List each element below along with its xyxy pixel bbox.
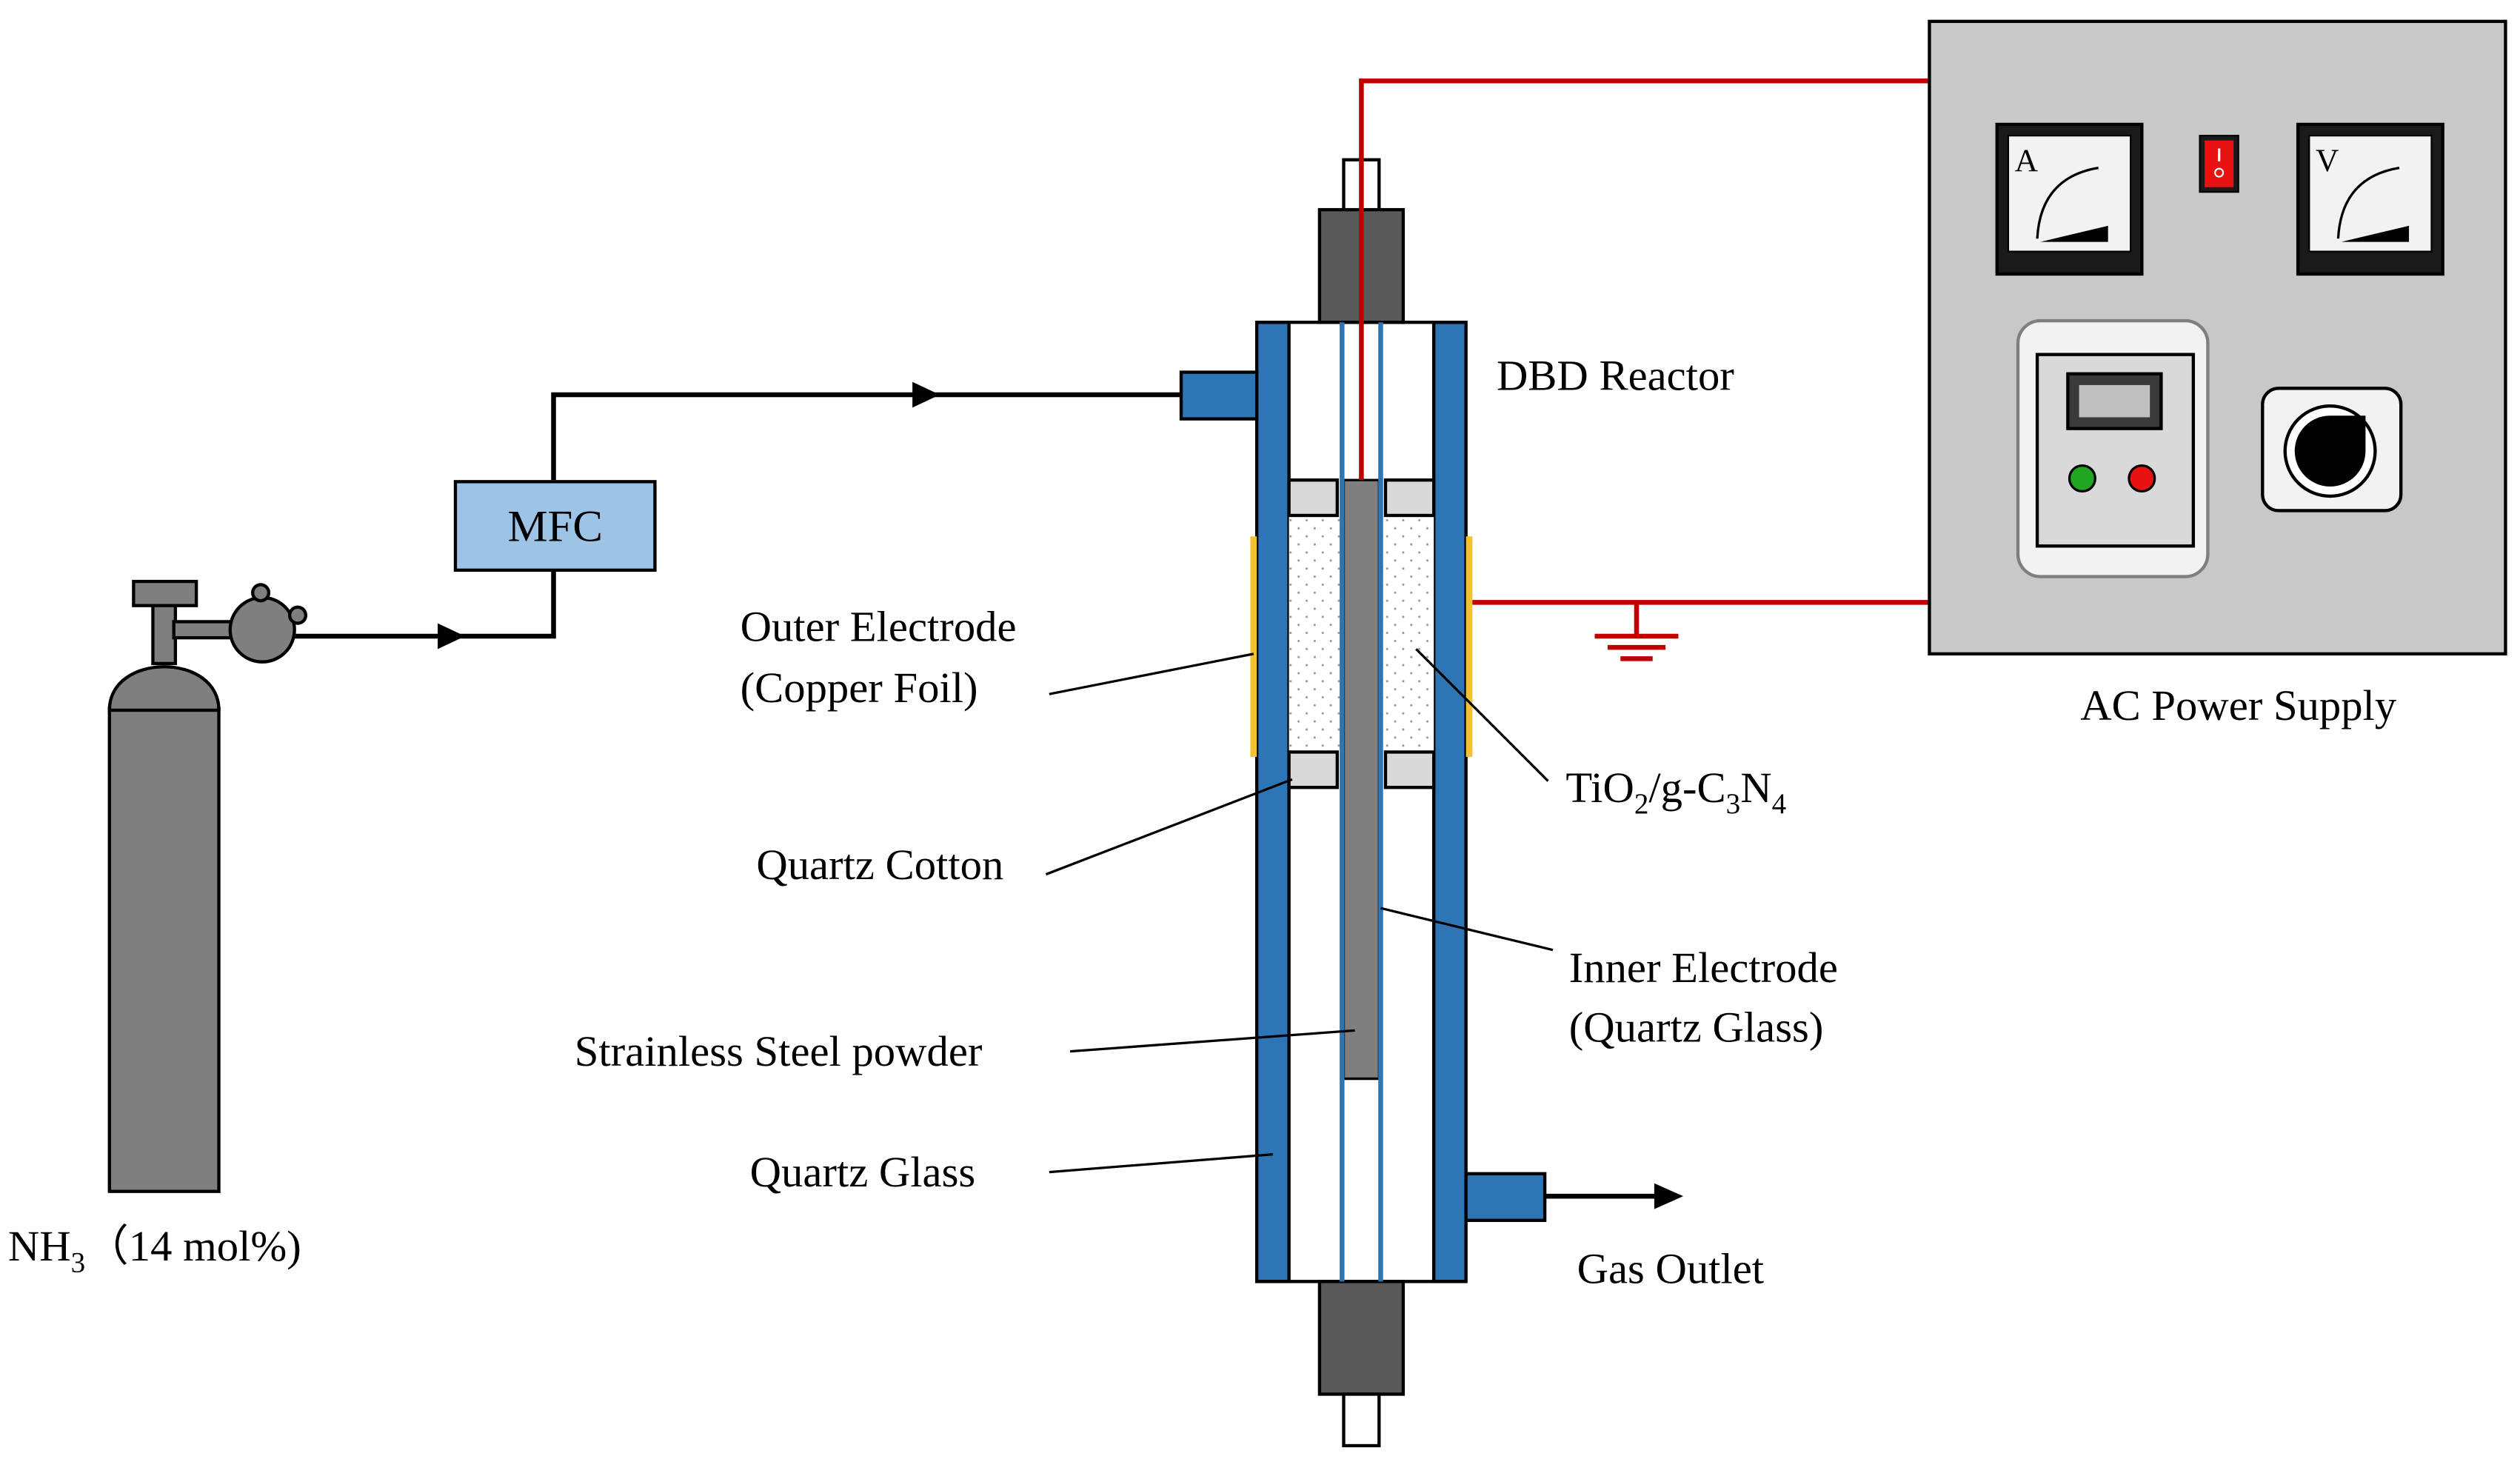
red-led [2128,464,2156,493]
cylinder-neck [151,597,178,666]
outer-electrode-label-line2: (Copper Foil) [741,664,978,712]
gas-outlet-arrowhead [1654,1183,1684,1209]
gas-outlet-label: Gas Outlet [1577,1245,1765,1293]
power-switch-dot [2214,167,2225,178]
mfc-box [453,480,657,572]
control-knob [2261,387,2403,513]
regulator-knob-top [250,583,271,603]
outer-electrode-label-line1: Outer Electrode [741,602,1017,650]
ammeter: A [1995,122,2144,276]
regulator-knob-right [287,605,308,625]
hv-wire [1359,79,1928,481]
ac-power-supply-label: AC Power Supply [2080,681,2397,730]
gas-outlet-port [1464,1172,1547,1222]
mfc-label: MFC [507,502,603,552]
electrical-wiring [1359,79,1928,661]
outer-electrode-leader [1049,652,1254,695]
catalyst-label: TiO2/g-C3N4 [1565,764,1786,820]
copper-foil-left [1250,536,1257,757]
voltmeter-scale-arc [2336,166,2400,239]
voltmeter-label: V [2316,143,2339,178]
power-switch-rocker [2205,140,2234,187]
cylinder-valve-top [132,579,198,607]
quartz-cotton-leader [1045,778,1293,876]
flow-arrow-1 [438,623,466,650]
cylinder-to-mfc-line [294,570,556,639]
gas-line [294,381,1182,650]
nh3-label: NH3（14 mol%) [8,1222,301,1278]
cylinder-valve-arm [172,620,237,640]
steel-powder-leader [1069,1029,1355,1053]
steel-powder-label: Strainless Steel powder [575,1027,983,1075]
power-supply-panel [1928,19,2507,656]
bottom-connector-cap [1317,1280,1406,1396]
green-led [2068,464,2096,493]
display-window [2079,384,2150,418]
quartz-glass-label: Quartz Glass [750,1148,976,1196]
reactor-left-wall [1254,321,1291,1283]
regulator-gauge [228,595,296,664]
quartz-cotton-bottom-left [1287,750,1339,789]
catalyst-bed-right [1382,515,1434,754]
annotations: Outer Electrode (Copper Foil) TiO2/g-C3N… [575,602,1838,1292]
steel-powder-core [1342,478,1380,1081]
dbd-reactor: DBD Reactor [1179,158,1734,1448]
cylinder-dome [107,665,221,712]
bottom-connector-stem [1342,1392,1381,1448]
ammeter-scale-arc [2036,166,2099,239]
quartz-cotton-top-left [1287,478,1339,518]
flow-arrow-2 [912,381,940,408]
gas-inlet-port [1179,370,1259,421]
copper-foil-right [1465,536,1473,757]
reactor-right-wall [1432,321,1468,1283]
quartz-glass-leader [1049,1153,1274,1174]
dbd-reactor-label: DBD Reactor [1497,351,1734,399]
ac-power-supply: A V [1928,19,2507,730]
quartz-cotton-label: Quartz Cotton [756,841,1003,889]
inner-electrode-label-line1: Inner Electrode [1569,944,1838,992]
control-module [2016,318,2210,578]
catalyst-bed-left [1289,515,1341,754]
power-switch [2199,135,2239,193]
quartz-cotton-top-right [1383,478,1436,518]
cylinder-body [107,707,221,1193]
gas-cylinder: NH3（14 mol%) [8,579,308,1278]
mfc-controller: MFC [453,480,657,572]
quartz-cotton-bottom-right [1383,750,1436,789]
knob-dial [2294,415,2366,487]
inner-electrode-leader [1380,907,1554,952]
voltmeter-face [2308,135,2433,253]
mfc-to-reactor-line [551,392,1182,481]
catalyst-leader [1415,648,1549,782]
inner-electrode-label-line2: (Quartz Glass) [1569,1004,1824,1052]
voltmeter: V [2296,122,2444,276]
ammeter-face [2007,135,2132,253]
ammeter-label: A [2015,143,2039,178]
